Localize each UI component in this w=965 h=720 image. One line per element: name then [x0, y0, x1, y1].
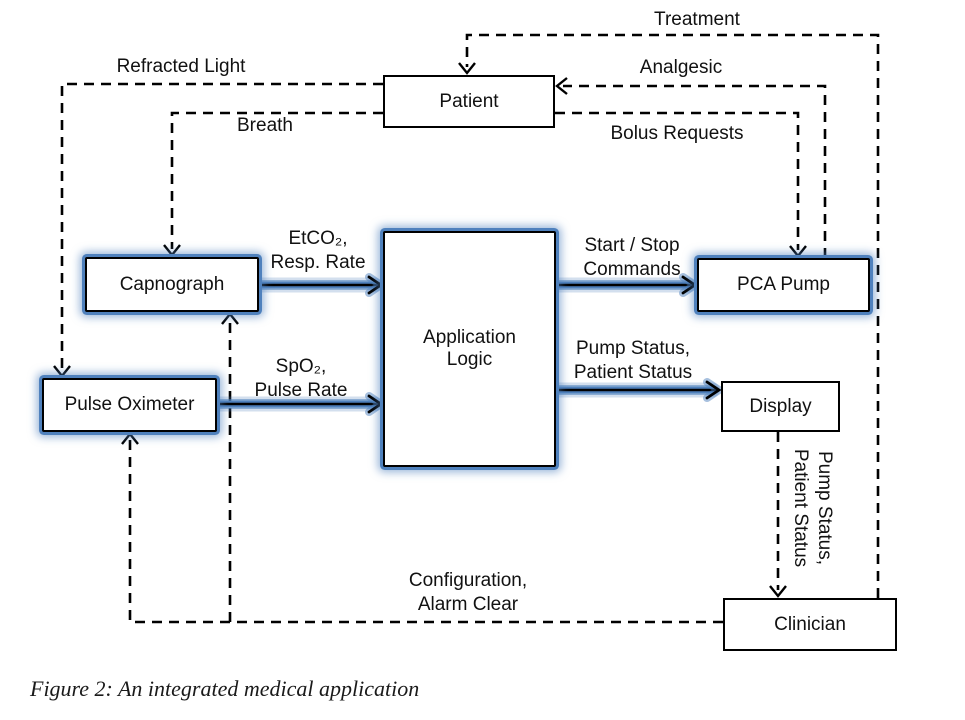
edge-configuration-line — [121, 312, 723, 624]
edge-display-to-clinician-line — [769, 432, 787, 598]
edge-label-pump-patient-status: Pump Status, Patient Status — [574, 337, 692, 385]
edge-label-configuration-alarm-clear: Configuration, Alarm Clear — [409, 569, 527, 617]
edge-label-display-clinician-line1: Pump Status, — [814, 450, 835, 566]
arrowhead-right-icon — [705, 380, 722, 400]
arrowhead-right-icon — [367, 394, 384, 414]
node-patient: Patient — [383, 75, 555, 128]
node-patient-label: Patient — [439, 90, 499, 112]
line — [555, 111, 800, 250]
edge-label-pump-status-line1: Pump Status, — [575, 338, 691, 359]
edge-refracted-light-line — [53, 82, 383, 378]
edge-treatment-line — [458, 33, 880, 598]
node-application-logic-label: Application Logic — [423, 327, 516, 370]
edge-label-start-stop-line1: Start / Stop — [584, 235, 680, 256]
arrowhead-up-icon — [221, 312, 239, 325]
node-pulse-oximeter: Pulse Oximeter — [42, 378, 217, 432]
edge-label-etco2-resp-rate: EtCO₂, Resp. Rate — [270, 227, 365, 275]
edge-start-stop-arrow — [548, 273, 703, 297]
arrowhead-up-icon — [121, 432, 139, 445]
edge-label-configuration-line2: Alarm Clear — [417, 594, 519, 615]
figure-caption: Figure 2: An integrated medical applicat… — [30, 676, 420, 701]
edge-label-start-stop-line2: Commands — [583, 259, 681, 280]
arrowhead-left-icon — [555, 77, 568, 95]
arrowhead-down-icon — [53, 365, 71, 378]
edge-spo2-arrow — [209, 392, 389, 416]
edge-bolus-requests-line — [555, 111, 807, 258]
line — [170, 111, 383, 249]
line — [465, 33, 880, 598]
edge-label-configuration-line1: Configuration, — [408, 570, 528, 591]
line — [563, 84, 827, 258]
node-display-label: Display — [749, 395, 812, 417]
edge-label-spo2-line2: Pulse Rate — [254, 380, 348, 401]
edge-pump-status-arrow — [548, 378, 727, 402]
arrowhead-down-icon — [458, 62, 476, 75]
edge-label-etco2-line2: Resp. Rate — [270, 252, 366, 273]
edge-label-etco2-line1: EtCO₂, — [288, 228, 348, 249]
edge-label-display-to-clinician-rotated: Pump Status, Patient Status — [788, 449, 836, 567]
node-capnograph: Capnograph — [85, 257, 259, 312]
edge-breath-line — [163, 111, 383, 257]
edge-label-display-clinician-line2: Patient Status — [790, 448, 811, 568]
arrowhead-right-icon — [367, 275, 384, 295]
line-to-pulse-oximeter — [128, 440, 723, 624]
edge-label-start-stop-commands: Start / Stop Commands — [583, 234, 680, 282]
node-application-logic: Application Logic — [383, 231, 556, 467]
edge-label-treatment: Treatment — [654, 9, 740, 30]
edge-analgesic-line — [555, 77, 827, 258]
node-clinician-label: Clinician — [774, 613, 846, 635]
edge-label-spo2-line1: SpO₂, — [275, 356, 327, 377]
node-pca-pump: PCA Pump — [697, 258, 870, 312]
node-pca-pump-label: PCA Pump — [737, 274, 830, 295]
node-pulse-oximeter-label: Pulse Oximeter — [64, 394, 195, 415]
arrowhead-down-icon — [789, 245, 807, 258]
line — [60, 82, 383, 369]
edge-label-bolus-requests: Bolus Requests — [610, 123, 744, 144]
arrowhead-right-icon — [681, 275, 698, 295]
edge-label-refracted-light: Refracted Light — [116, 56, 246, 77]
edge-label-spo2-pulse-rate: SpO₂, Pulse Rate — [255, 355, 348, 403]
arrowhead-down-icon — [163, 244, 181, 257]
edge-label-breath: Breath — [237, 115, 293, 136]
arrowhead-down-icon — [769, 585, 787, 598]
node-capnograph-label: Capnograph — [119, 273, 225, 295]
edge-etco2-arrow — [251, 273, 389, 297]
edge-label-pump-status-line2: Patient Status — [573, 362, 693, 383]
node-display: Display — [721, 381, 840, 432]
node-clinician: Clinician — [723, 598, 897, 651]
edge-label-analgesic: Analgesic — [639, 57, 723, 78]
